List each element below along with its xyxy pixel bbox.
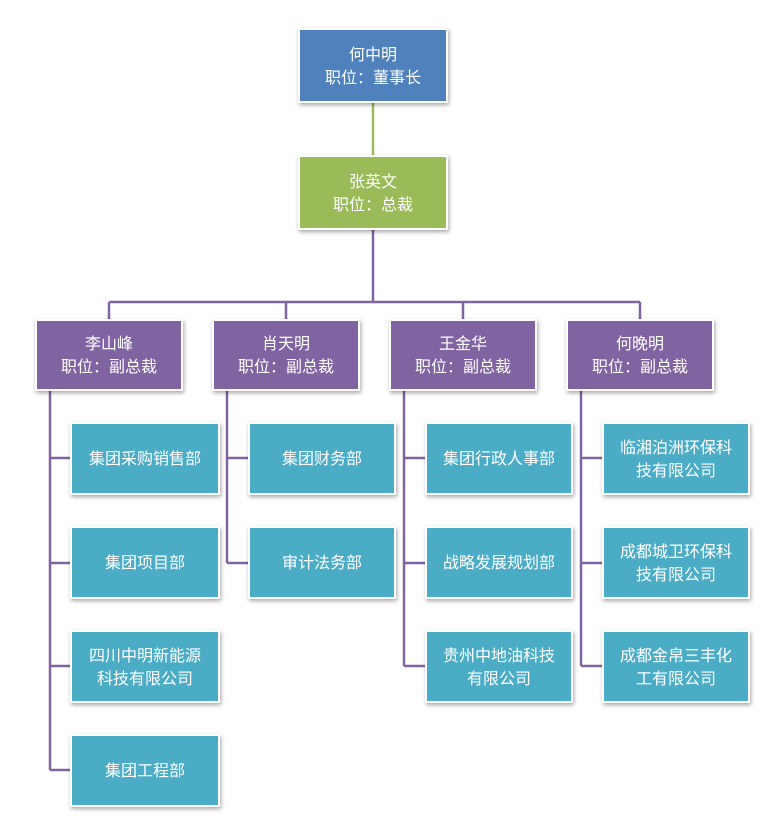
department-line2: 科技有限公司 [96,668,193,688]
department-node: 成都金帛三丰化 工有限公司 [602,630,750,703]
department-line2: 有限公司 [466,668,531,688]
vp-title: 职位：副总裁 [237,357,334,376]
department-line1: 集团采购销售部 [88,449,201,468]
department-line1: 四川中明新能源 [88,645,201,665]
department-line1: 贵州中地油科技 [442,645,555,665]
vp-node-2: 肖天明 职位：副总裁 [212,319,360,391]
vp-name: 肖天明 [261,334,310,353]
department-node: 集团采购销售部 [70,422,220,495]
vp-name: 何晚明 [615,334,664,353]
vp-node-4: 何晚明 职位：副总裁 [566,319,714,391]
department-node: 临湘泊洲环保科 技有限公司 [602,422,750,495]
department-line2: 技有限公司 [635,564,716,584]
department-line1: 集团行政人事部 [442,449,555,468]
chairman-title: 职位：董事长 [324,67,421,87]
department-line1: 成都金帛三丰化 [619,645,732,665]
vp-node-3: 王金华 职位：副总裁 [389,319,537,391]
president-title: 职位：总裁 [332,194,413,214]
department-line2: 工有限公司 [635,668,716,688]
vp-title: 职位：副总裁 [591,357,688,376]
department-node: 战略发展规划部 [425,526,573,599]
department-node: 集团工程部 [70,734,220,807]
department-node: 贵州中地油科技 有限公司 [425,630,573,703]
department-line1: 集团项目部 [104,553,185,572]
vp-title: 职位：副总裁 [60,357,157,376]
department-node: 集团财务部 [248,422,396,495]
chairman-name: 何中明 [348,44,397,64]
department-line1: 集团财务部 [281,449,362,468]
president-node: 张英文 职位：总裁 [298,155,448,230]
vp-name: 王金华 [438,334,487,353]
department-line1: 集团工程部 [104,761,185,780]
department-node: 集团行政人事部 [425,422,573,495]
department-node: 审计法务部 [248,526,396,599]
vp-node-1: 李山峰 职位：副总裁 [35,319,183,391]
department-line1: 战略发展规划部 [442,553,555,572]
department-node: 四川中明新能源 科技有限公司 [70,630,220,703]
department-node: 成都城卫环保科 技有限公司 [602,526,750,599]
vp-name: 李山峰 [84,334,133,353]
chairman-node: 何中明 职位：董事长 [298,28,448,103]
department-line1: 成都城卫环保科 [619,541,732,561]
department-node: 集团项目部 [70,526,220,599]
vp-title: 职位：副总裁 [414,357,511,376]
department-line2: 技有限公司 [635,460,716,480]
president-name: 张英文 [348,171,397,191]
department-line1: 临湘泊洲环保科 [619,437,732,457]
department-line1: 审计法务部 [281,553,362,572]
